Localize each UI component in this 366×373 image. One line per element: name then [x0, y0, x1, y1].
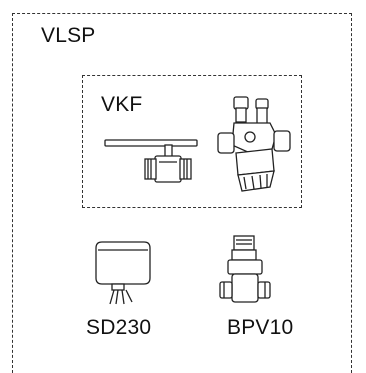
balancing-valve-icon [214, 95, 296, 197]
ball-valve-icon [103, 134, 203, 194]
vkf-subgroup-frame [82, 75, 302, 208]
bpv10-label: BPV10 [227, 316, 294, 339]
bypass-valve-icon [218, 234, 280, 310]
vkf-label: VKF [101, 93, 143, 116]
sd230-label: SD230 [86, 316, 152, 339]
vlsp-label: VLSP [41, 24, 96, 47]
vlsp-group-frame [12, 13, 352, 373]
actuator-icon [92, 238, 154, 308]
